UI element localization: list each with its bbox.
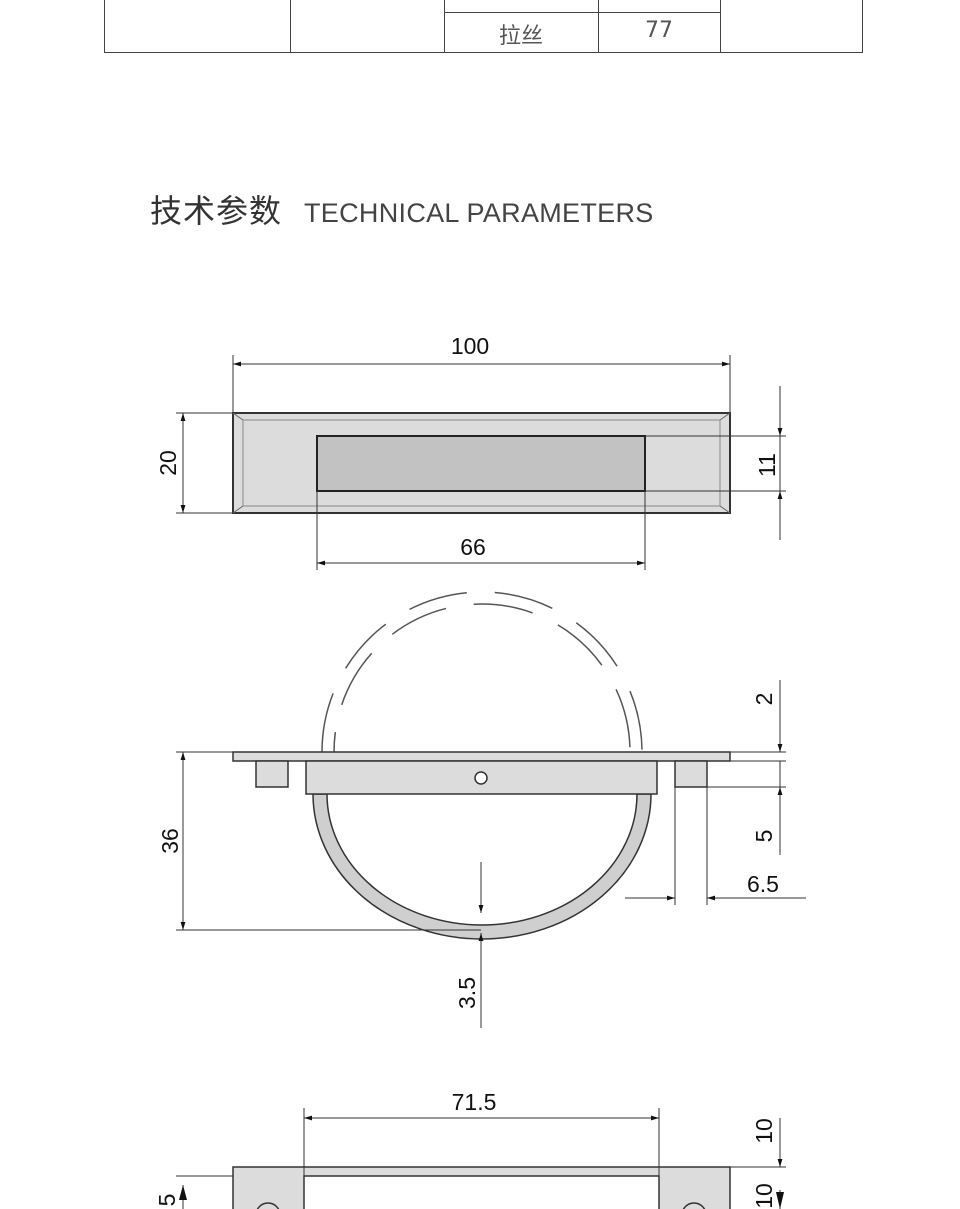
dim-b-label: 10 — [751, 1183, 777, 1209]
table-cell-value: 77 — [645, 18, 673, 43]
table-cell-finish: 拉丝 — [498, 24, 543, 49]
side-view — [176, 591, 806, 1028]
dim-width-label: 100 — [451, 333, 489, 359]
ring-handle — [312, 793, 652, 940]
table-col-divider — [598, 0, 599, 52]
side-view-lug — [255, 760, 289, 788]
section-title: 技术参数 TECHNICAL PARAMETERS — [150, 186, 654, 230]
dim-plate-label: 2 — [751, 693, 777, 706]
dim-lug-label: 5 — [751, 830, 777, 843]
bottom-view — [176, 1108, 786, 1209]
dim-slot-height-label: 11 — [754, 453, 780, 477]
dim-lug-width-label: 6.5 — [747, 871, 779, 897]
side-view-plate — [232, 751, 731, 762]
table-col-divider — [290, 0, 291, 52]
dim-c-label: 5 — [154, 1194, 180, 1207]
dim-ring-label: 3.5 — [454, 977, 480, 1009]
dim-slot-width-label: 66 — [460, 534, 486, 560]
section-title-cn: 技术参数 — [150, 192, 283, 230]
top-view — [176, 355, 786, 570]
table-col-divider — [720, 0, 721, 52]
dim-depth-label: 36 — [157, 828, 183, 854]
side-view-lug — [674, 760, 708, 788]
table-col-divider — [444, 0, 445, 52]
section-title-en: TECHNICAL PARAMETERS — [304, 198, 654, 228]
spec-table: 镀铬 76 拉丝 77 — [104, 0, 863, 53]
table-row-divider — [444, 12, 720, 13]
top-view-slot — [316, 435, 646, 492]
dim-height-label: 20 — [155, 450, 181, 476]
dim-a-label: 10 — [751, 1118, 777, 1144]
dim-span-label: 71.5 — [452, 1089, 497, 1115]
